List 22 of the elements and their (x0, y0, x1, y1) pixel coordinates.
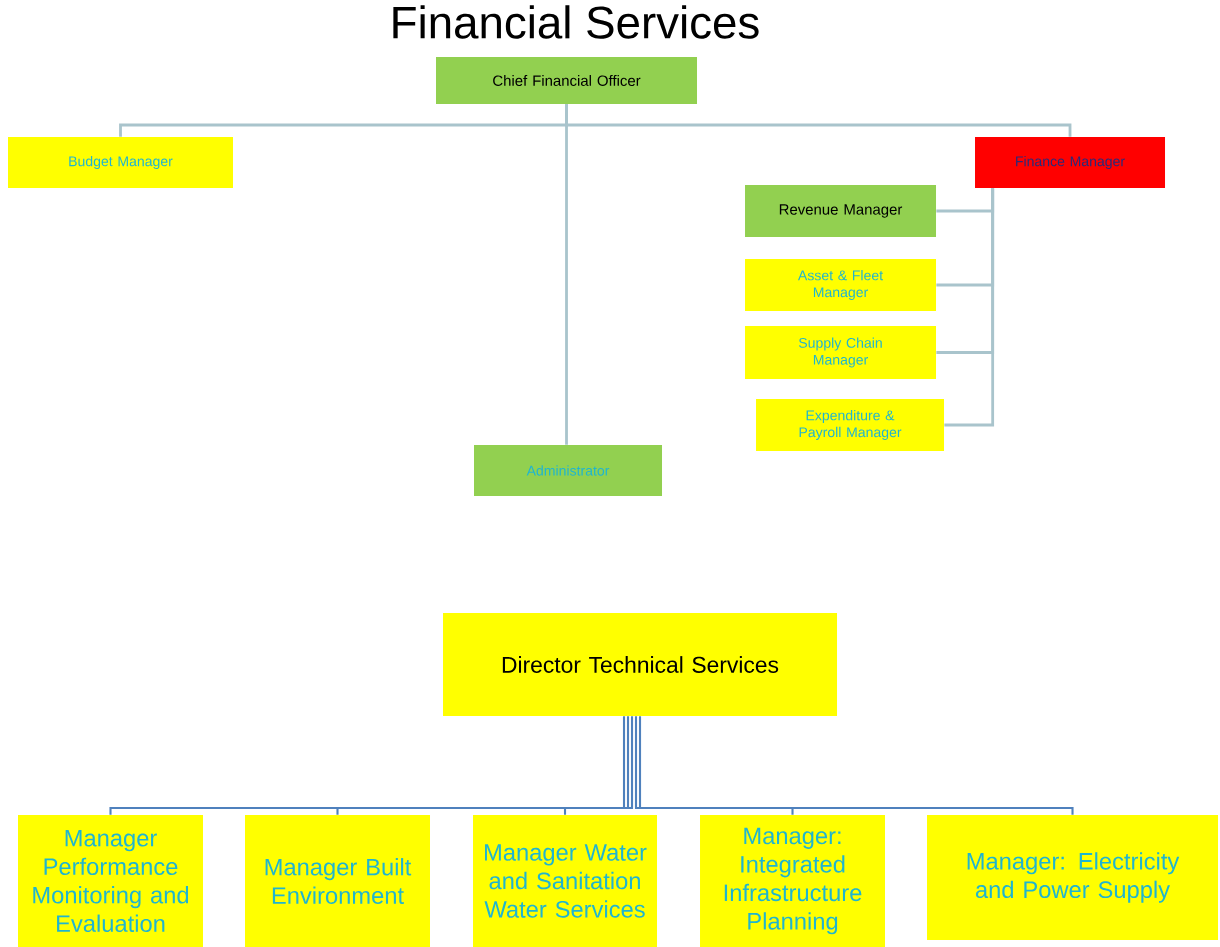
position-box: Asset & Fleet Manager (745, 259, 936, 311)
position-box: Manager: Electricity and Power Supply (927, 815, 1218, 940)
position-box: Budget Manager (8, 137, 233, 188)
title-box: Chief Financial Officer (436, 57, 697, 104)
connector-line (944, 188, 995, 427)
position-box: Manager: Integrated Infrastructure Planning (700, 815, 885, 947)
connector-line (109, 716, 626, 815)
connector-line (563, 716, 634, 815)
connector-line (565, 104, 1072, 137)
connector-line (638, 716, 1074, 815)
position-box: Finance Manager (975, 137, 1165, 188)
position-box: Administrator (474, 445, 662, 496)
connector-line (336, 716, 630, 815)
position-box: Manager Water and Sanitation Water Services (473, 815, 657, 947)
title: Financial Services (393, 5, 759, 39)
position-box: Manager Performance Monitoring and Evaluation (18, 815, 203, 947)
position-box: Revenue Manager (745, 185, 936, 237)
position-box: Manager Built Environment (245, 815, 430, 947)
connector-line (634, 716, 794, 815)
title-box: Director Technical Services (443, 613, 837, 716)
position-box: Supply Chain Manager (745, 326, 936, 379)
position-box: Expenditure & Payroll Manager (756, 399, 944, 451)
